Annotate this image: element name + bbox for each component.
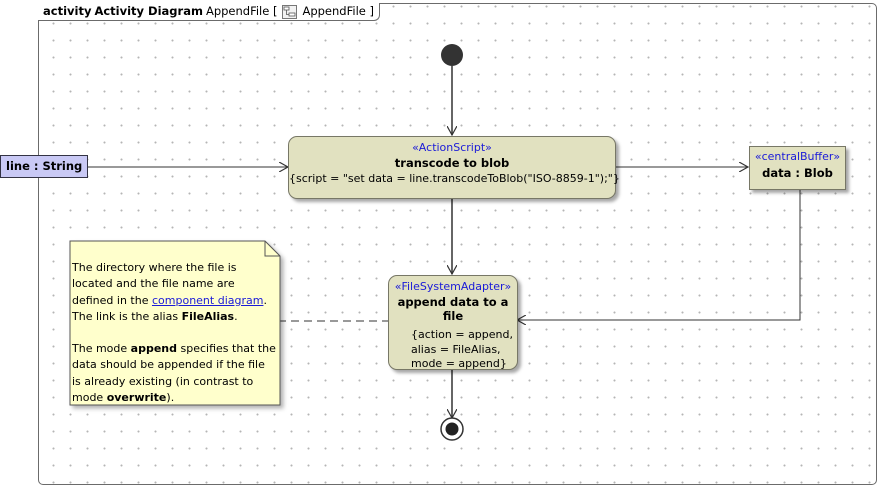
- transcode-stereotype: «ActionScript»: [412, 141, 492, 154]
- note-paragraph-1: The directory where the file is located …: [72, 260, 277, 325]
- note-shape[interactable]: [69, 240, 281, 406]
- note-text: The directory where the file is located …: [72, 260, 277, 422]
- note-bold-overwrite: overwrite: [106, 391, 167, 405]
- action-append-data-to-file[interactable]: «FileSystemAdapter» append data to a fil…: [388, 275, 518, 370]
- append-tags: {action = append, alias = FileAlias, mod…: [389, 328, 517, 372]
- note-bold-filealias: FileAlias: [181, 309, 235, 323]
- note-text-span: .: [234, 309, 238, 323]
- note-text-span: specifies that the data should be append…: [72, 342, 276, 405]
- note-bold-append: append: [130, 342, 177, 356]
- note-text-span: The directory where the file is located …: [72, 261, 237, 307]
- append-stereotype: «FileSystemAdapter»: [394, 280, 512, 293]
- buffer-stereotype: «centralBuffer»: [754, 150, 841, 163]
- note-text-span: ).: [166, 391, 175, 405]
- action-transcode-to-blob[interactable]: «ActionScript» transcode to blob {script…: [288, 136, 620, 199]
- note-fold: [264, 241, 280, 257]
- frame-name: AppendFile [: [205, 4, 278, 18]
- component-diagram-link[interactable]: component diagram: [151, 293, 264, 307]
- frame-ref: AppendFile ]: [302, 4, 374, 18]
- append-tag-line: alias = FileAlias,: [411, 342, 501, 356]
- append-name: append data to a file: [397, 295, 509, 323]
- note-text-span: The mode: [72, 342, 131, 356]
- input-pin-label: line : String: [6, 159, 83, 173]
- initial-node[interactable]: [441, 44, 463, 66]
- input-pin-line[interactable]: line : String: [0, 155, 89, 178]
- final-node-core: [445, 422, 459, 436]
- frame-header: activity Activity Diagram AppendFile [ A…: [38, 3, 380, 21]
- append-tag-line: mode = append}: [411, 357, 507, 370]
- append-tag-line: {action = append,: [411, 328, 513, 341]
- central-buffer-data[interactable]: «centralBuffer» data : Blob: [749, 146, 846, 190]
- transcode-name: transcode to blob: [394, 156, 510, 170]
- edge-buffer-to-append[interactable]: [517, 189, 801, 320]
- comment-note: The directory where the file is located …: [67, 240, 278, 404]
- activity-diagram-icon: [282, 4, 298, 19]
- note-text-span: . The link is the alias: [72, 293, 267, 323]
- note-paragraph-2: The mode append specifies that the data …: [72, 341, 277, 406]
- frame-diagram-type: Activity Diagram: [94, 4, 203, 18]
- frame-kind: activity: [43, 4, 92, 18]
- transcode-script-tag: {script = "set data = line.transcodeToBl…: [289, 172, 620, 185]
- buffer-name: data : Blob: [762, 166, 833, 180]
